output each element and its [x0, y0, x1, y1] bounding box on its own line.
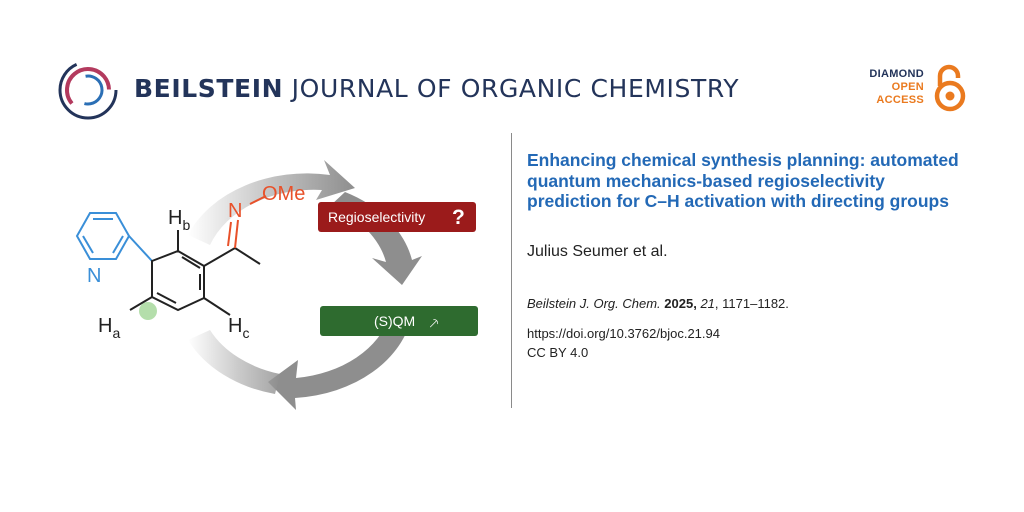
pyridine-ring	[75, 212, 131, 260]
article-citation: Beilstein J. Org. Chem. 2025, 21, 1171–1…	[527, 296, 789, 311]
open-access-badge: DIAMOND OPEN ACCESS	[862, 64, 974, 114]
cycle-arrow-bottom	[268, 315, 412, 410]
pyridine-nitrogen: N	[87, 265, 101, 287]
c-h-activation-site-marker	[139, 302, 157, 320]
cycle-arrow-top	[188, 160, 355, 245]
badge-line-diamond: DIAMOND	[869, 68, 924, 80]
regioselectivity-box	[318, 202, 476, 232]
article-license: CC BY 4.0	[527, 345, 589, 360]
journal-name: BEILSTEIN JOURNAL OF ORGANIC CHEMISTRY	[134, 74, 739, 103]
sqm-label: (S)QM	[374, 313, 415, 329]
oxime-group	[227, 195, 267, 249]
methoxy-group: OMe	[262, 183, 305, 205]
hydrogen-a-label: Ha	[98, 315, 120, 341]
citation-pages: , 1171–1182.	[714, 296, 789, 311]
journal-name-bold: BEILSTEIN	[134, 74, 284, 103]
cycle-arrow-left	[188, 330, 280, 394]
article-doi-link[interactable]: https://doi.org/10.3762/bjoc.21.94	[527, 326, 720, 341]
pickaxe-icon: ⸕	[428, 313, 440, 332]
regioselectivity-label: Regioselectivity	[328, 209, 425, 225]
graphical-abstract: Regioselectivity ? (S)QM ⸕ N Hb Ha Hc N …	[75, 160, 478, 410]
hydrogen-c-label: Hc	[228, 315, 249, 341]
open-lock-icon	[934, 64, 966, 112]
citation-year: 2025,	[664, 296, 697, 311]
badge-line-open: OPEN	[891, 81, 924, 93]
vertical-divider	[511, 133, 512, 408]
hydrogen-b-label: Hb	[168, 207, 190, 233]
article-title[interactable]: Enhancing chemical synthesis planning: a…	[527, 150, 959, 211]
journal-name-rest: JOURNAL OF ORGANIC CHEMISTRY	[283, 74, 740, 103]
article-authors: Julius Seumer et al.	[527, 243, 668, 260]
benzene-ring	[129, 230, 261, 316]
citation-volume: 21	[700, 296, 715, 311]
question-mark-icon: ?	[452, 206, 465, 229]
journal-logo-icon	[58, 60, 118, 120]
oxime-nitrogen: N	[228, 200, 242, 222]
sqm-box	[320, 306, 478, 336]
badge-line-access: ACCESS	[876, 94, 924, 106]
citation-journal: Beilstein J. Org. Chem.	[527, 296, 661, 311]
